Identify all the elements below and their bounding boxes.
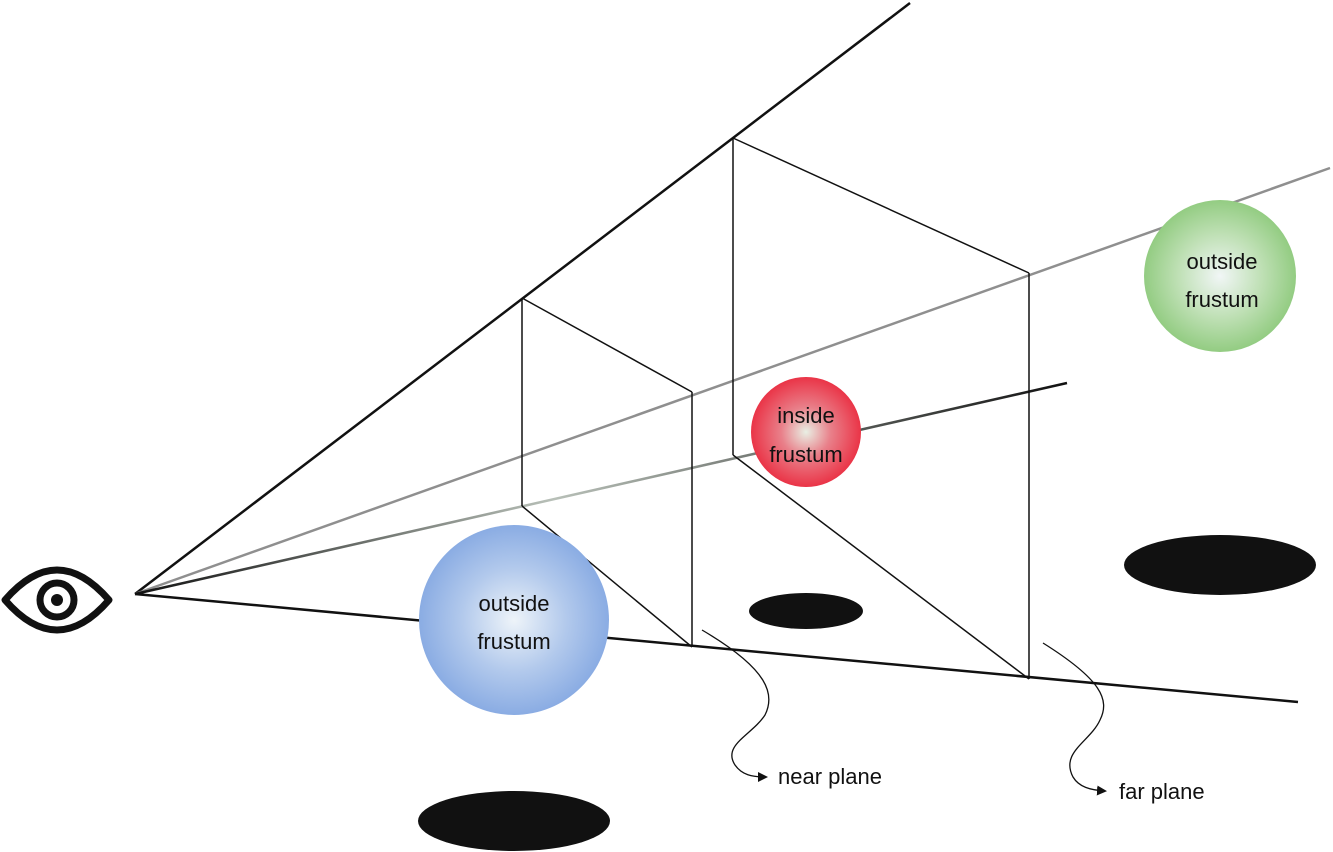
far-plane-label: far plane	[1119, 779, 1205, 804]
sphere-label-line1: inside	[777, 403, 834, 428]
sphere-label-line1: outside	[479, 591, 550, 616]
sphere-label-line2: frustum	[769, 442, 842, 467]
sphere-outside-blue: outside frustum	[419, 525, 609, 715]
sphere-label-line2: frustum	[477, 629, 550, 654]
sphere-outside-green: outside frustum	[1144, 200, 1296, 352]
sphere-label-line1: outside	[1187, 249, 1258, 274]
sphere-inside-red: inside frustum	[751, 377, 861, 487]
shadow-green-sphere	[1124, 535, 1316, 595]
frustum-axis	[134, 381, 1068, 596]
shadow-red-sphere	[749, 593, 863, 629]
eye-icon	[1, 566, 113, 634]
far-plane	[732, 137, 1030, 680]
frustum-edge-bottom	[134, 592, 1299, 704]
shadow-blue-sphere	[418, 791, 610, 851]
near-plane-callout-arrow	[701, 629, 770, 782]
sphere-label-line2: frustum	[1185, 287, 1258, 312]
near-plane-label: near plane	[778, 764, 882, 789]
far-plane-callout-arrow	[1042, 642, 1107, 796]
near-plane	[521, 297, 693, 648]
